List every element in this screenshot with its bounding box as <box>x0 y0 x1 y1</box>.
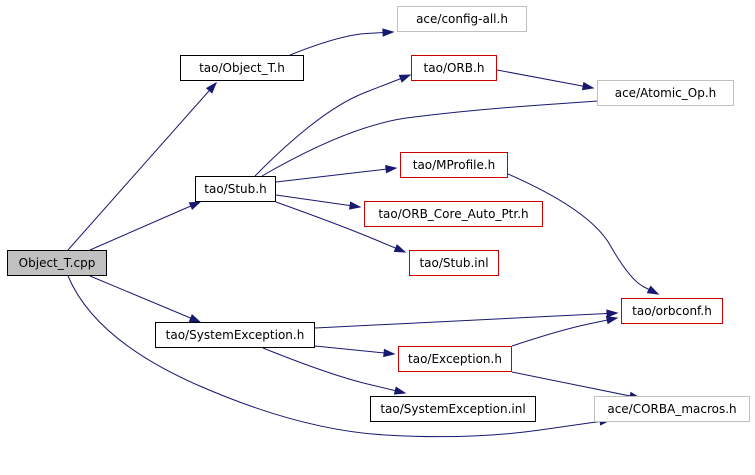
node-label: tao/orbconf.h <box>632 304 712 318</box>
edge-line <box>511 371 641 399</box>
node-label: tao/SystemException.h <box>165 328 305 342</box>
node-ace-config-all-h: ace/config-all.h <box>397 6 527 32</box>
edge-mprofile-h-to-orbconf-h <box>507 173 660 295</box>
node-tao-mprofile-h[interactable]: tao/MProfile.h <box>400 152 508 178</box>
node-ace-atomic-op-h: ace/Atomic_Op.h <box>597 80 734 106</box>
node-label: tao/SystemException.inl <box>380 402 526 416</box>
edge-systemexception-h-to-systemexception-inl <box>262 347 407 395</box>
node-tao-orb-h[interactable]: tao/ORB.h <box>411 55 497 81</box>
node-tao-orb-core-auto-ptr-h[interactable]: tao/ORB_Core_Auto_Ptr.h <box>364 201 543 227</box>
arrowhead-icon <box>385 165 398 174</box>
node-tao-systemexception-inl[interactable]: tao/SystemException.inl <box>370 396 536 422</box>
node-label: tao/Stub.h <box>204 182 267 196</box>
edge-line <box>275 194 361 208</box>
edge-stub-h-to-orb-core-auto-ptr-h <box>275 194 362 210</box>
arrowhead-icon <box>605 316 619 325</box>
edge-exception-h-to-orbconf-h <box>511 316 619 347</box>
edge-line <box>262 347 406 394</box>
node-label: tao/ORB.h <box>423 61 485 75</box>
node-label: Object_T.cpp <box>18 256 96 270</box>
arrowhead-icon <box>393 386 407 395</box>
node-tao-exception-h[interactable]: tao/Exception.h <box>398 346 512 372</box>
node-label: ace/config-all.h <box>416 12 508 26</box>
node-label: tao/Object_T.h <box>199 61 285 75</box>
edge-object-t-cpp-to-object-t-h <box>67 81 218 251</box>
arrowhead-icon <box>581 81 595 91</box>
edge-object-t-h-to-config-all-h <box>289 28 395 56</box>
node-ace-corba-macros-h: ace/CORBA_macros.h <box>594 396 750 422</box>
edge-line <box>314 345 395 355</box>
arrowhead-icon <box>349 201 362 210</box>
edge-orb-h-to-atomic-op-h <box>496 69 595 91</box>
edge-line <box>289 31 394 56</box>
edge-object-t-cpp-to-stub-h <box>89 201 202 251</box>
arrowhead-icon <box>646 285 660 295</box>
node-object-t-cpp[interactable]: Object_T.cpp <box>7 250 107 276</box>
edge-systemexception-h-to-orbconf-h <box>314 309 619 329</box>
node-label: ace/CORBA_macros.h <box>607 402 737 416</box>
node-tao-systemexception-h[interactable]: tao/SystemException.h <box>155 322 315 348</box>
edge-line <box>89 201 201 251</box>
arrowhead-icon <box>188 201 202 211</box>
edge-stub-h-to-mprofile-h <box>275 165 398 183</box>
node-label: tao/ORB_Core_Auto_Ptr.h <box>378 207 529 221</box>
node-tao-object-t-h[interactable]: tao/Object_T.h <box>180 55 304 81</box>
edge-line <box>275 167 397 183</box>
edge-object-t-cpp-to-systemexception-h <box>89 275 202 323</box>
node-label: tao/Exception.h <box>408 352 502 366</box>
edge-line <box>67 82 217 251</box>
edge-line <box>67 275 611 438</box>
arrowhead-icon <box>383 348 396 358</box>
node-label: ace/Atomic_Op.h <box>614 86 717 100</box>
arrowhead-icon <box>382 28 395 37</box>
node-tao-orbconf-h[interactable]: tao/orbconf.h <box>621 298 723 324</box>
node-tao-stub-h[interactable]: tao/Stub.h <box>195 176 276 202</box>
edge-line <box>89 275 201 323</box>
edge-systemexception-h-to-exception-h <box>314 345 396 358</box>
node-tao-stub-inl[interactable]: tao/Stub.inl <box>409 250 499 276</box>
node-label: tao/MProfile.h <box>412 158 496 172</box>
arrowhead-icon <box>398 74 412 83</box>
arrowhead-icon <box>205 81 218 94</box>
edge-stub-h-to-orb-h <box>254 74 412 177</box>
node-label: tao/Stub.inl <box>419 256 489 270</box>
edge-line <box>254 74 411 177</box>
arrowhead-icon <box>606 309 619 318</box>
edge-line <box>507 173 659 295</box>
edge-line <box>275 201 406 253</box>
arrowhead-icon <box>188 314 202 323</box>
arrowhead-icon <box>393 244 407 253</box>
edge-line <box>511 317 618 347</box>
edge-line <box>496 69 594 89</box>
edge-line <box>261 99 613 177</box>
edge-line <box>314 312 618 329</box>
edge-stub-h-to-stub-inl <box>275 201 407 253</box>
